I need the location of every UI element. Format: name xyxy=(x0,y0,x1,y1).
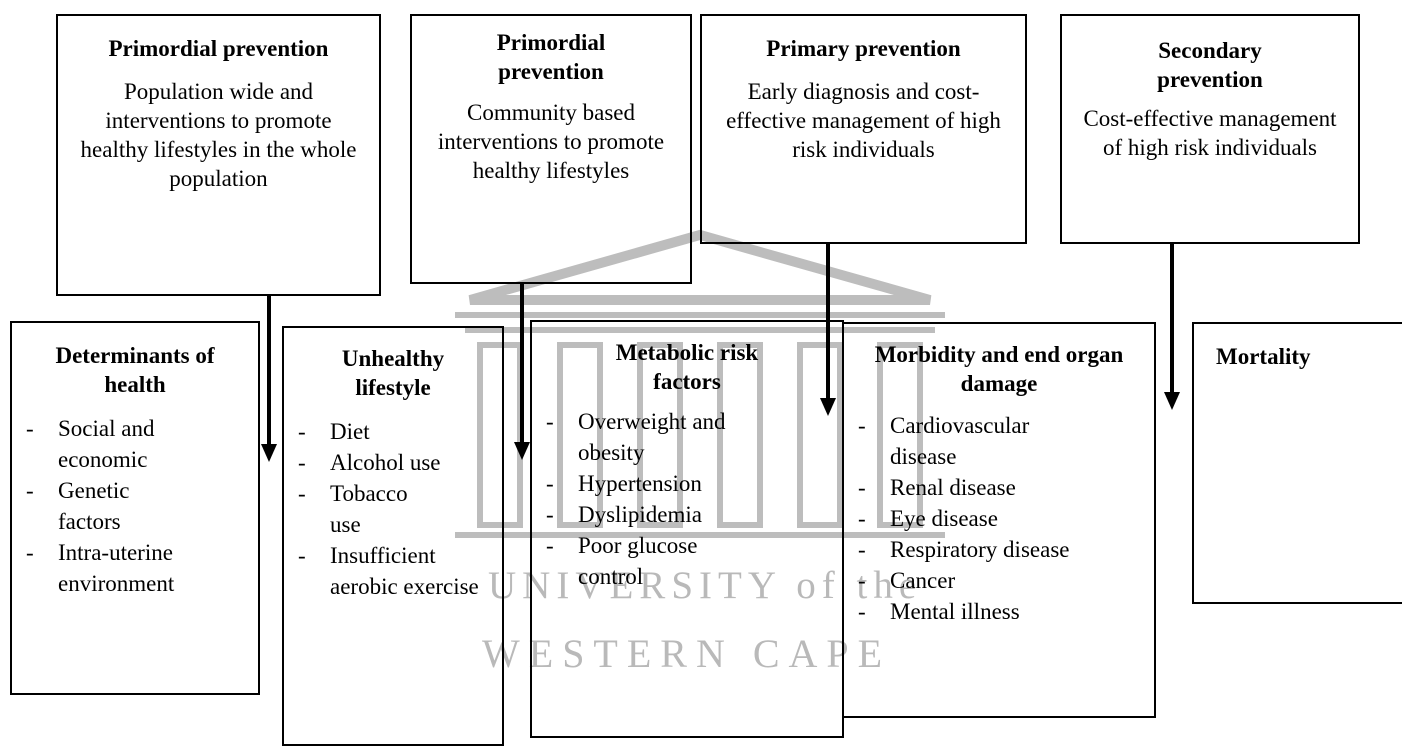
box-determinants-of-health: Determinants of health Social and econom… xyxy=(10,321,260,695)
list-item: Social and economic xyxy=(12,413,258,475)
arrow-shaft xyxy=(267,296,271,446)
determinants-list: Social and economic Genetic factors Intr… xyxy=(12,413,258,599)
arrow-head-icon xyxy=(261,444,277,462)
box-title: Morbidity and end organ damage xyxy=(874,342,1124,396)
top-box-primordial-community: Primordial prevention Community based in… xyxy=(410,14,692,284)
list-item: Diet xyxy=(284,416,502,447)
list-item: Overweight and obesity xyxy=(532,406,842,468)
top-box-primordial-population: Primordial prevention Population wide an… xyxy=(56,14,381,296)
box-mortality: Mortality xyxy=(1192,322,1402,604)
top-box-text: Cost-effective management of high risk i… xyxy=(1083,106,1337,160)
box-metabolic-risk-factors: Metabolic risk factors Overweight and ob… xyxy=(530,320,844,738)
list-item: Respiratory disease xyxy=(844,534,1154,565)
top-box-title: Primordial prevention xyxy=(108,36,329,61)
top-box-title: Secondary prevention xyxy=(1157,38,1263,92)
list-item: Cardiovascular disease xyxy=(844,410,1154,472)
top-box-primary: Primary prevention Early diagnosis and c… xyxy=(700,14,1027,244)
box-title: Unhealthy lifestyle xyxy=(341,346,445,400)
arrow-shaft xyxy=(826,244,830,400)
arrow-shaft xyxy=(1170,244,1174,394)
lifestyle-list: Diet Alcohol use Tobacco use Insufficien… xyxy=(284,416,502,602)
list-item: Eye disease xyxy=(844,503,1154,534)
arrow-shaft xyxy=(520,284,524,444)
box-title: Determinants of health xyxy=(55,343,215,397)
box-unhealthy-lifestyle: Unhealthy lifestyle Diet Alcohol use Tob… xyxy=(282,326,504,746)
arrow-head-icon xyxy=(820,398,836,416)
list-item: Poor glucose control xyxy=(532,530,842,592)
morbidity-list: Cardiovascular disease Renal disease Eye… xyxy=(844,410,1154,627)
list-item: Mental illness xyxy=(844,596,1154,627)
box-title: Metabolic risk factors xyxy=(615,340,759,394)
box-morbidity-end-organ-damage: Morbidity and end organ damage Cardiovas… xyxy=(842,322,1156,718)
top-box-secondary: Secondary prevention Cost-effective mana… xyxy=(1060,14,1360,244)
box-title: Mortality xyxy=(1216,344,1311,369)
list-item: Alcohol use xyxy=(284,447,502,478)
metabolic-list: Overweight and obesity Hypertension Dysl… xyxy=(532,406,842,592)
list-item: Cancer xyxy=(844,565,1154,596)
top-box-text: Community based interventions to promote… xyxy=(437,100,665,183)
arrow-head-icon xyxy=(514,442,530,460)
top-box-title: Primary prevention xyxy=(766,36,961,61)
list-item: Insufficient aerobic exercise xyxy=(284,540,502,602)
list-item: Hypertension xyxy=(532,468,842,499)
list-item: Genetic factors xyxy=(12,475,258,537)
top-box-text: Early diagnosis and cost-effective manag… xyxy=(726,79,1001,162)
list-item: Renal disease xyxy=(844,472,1154,503)
list-item: Tobacco use xyxy=(284,478,502,540)
top-box-title: Primordial prevention xyxy=(496,30,606,84)
list-item: Dyslipidemia xyxy=(532,499,842,530)
top-box-text: Population wide and interventions to pro… xyxy=(80,79,357,191)
list-item: Intra-uterine environment xyxy=(12,537,258,599)
arrow-head-icon xyxy=(1164,392,1180,410)
